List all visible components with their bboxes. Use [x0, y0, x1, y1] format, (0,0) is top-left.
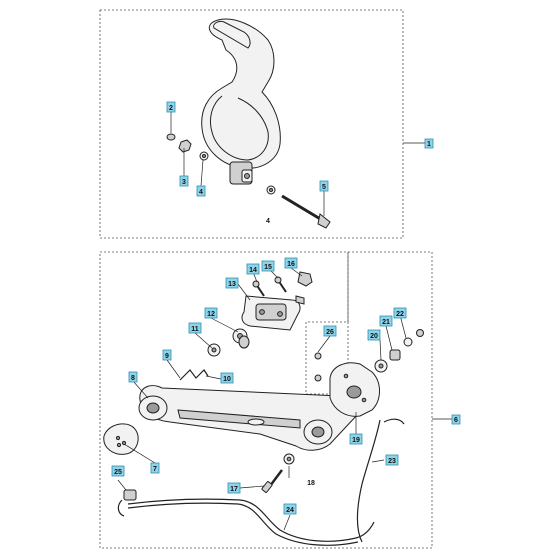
- screw-part-14: [252, 280, 265, 297]
- callout-8: 8: [128, 371, 138, 383]
- switch-part-25: [117, 489, 137, 517]
- top-assembly-frame: [99, 9, 404, 239]
- screw-part-2: [166, 133, 176, 141]
- callout-3-text: 3: [182, 179, 186, 186]
- callout-14-text: 14: [249, 267, 257, 274]
- washer-part-18: [283, 453, 295, 465]
- bracket-part-13: [241, 295, 301, 331]
- callout-22: 22: [393, 307, 407, 319]
- callout-16-text: 16: [287, 261, 295, 268]
- callout-5: 5: [319, 180, 329, 192]
- callout-15-text: 15: [264, 264, 272, 271]
- callout-11: 11: [188, 322, 202, 334]
- callout-4-text: 4: [199, 189, 203, 196]
- callout-16: 16: [284, 257, 298, 269]
- nut-part-3: [178, 139, 192, 153]
- callout-1-text: 1: [427, 141, 431, 148]
- bolt-part-17: [261, 469, 283, 493]
- cable-part-23: [356, 418, 405, 543]
- bushing-part-12: [238, 335, 250, 349]
- callout-21: 21: [379, 315, 393, 327]
- callout-20-text: 20: [370, 333, 378, 340]
- callout-22-text: 22: [396, 311, 404, 318]
- plain-label-4: 4: [266, 218, 270, 225]
- plain-label-18: 18: [307, 480, 315, 487]
- callout-4: 4: [196, 185, 206, 197]
- callout-14: 14: [246, 263, 260, 275]
- washer-part-18-top: [374, 359, 388, 373]
- cover-part-7: [103, 423, 139, 455]
- callout-19: 19: [349, 433, 363, 445]
- cable-part-24: [127, 498, 375, 546]
- callout-15: 15: [261, 260, 275, 272]
- callout-17: 17: [227, 482, 241, 494]
- callout-12-text: 12: [207, 311, 215, 318]
- spring-part-10: [179, 369, 209, 381]
- damper-housing-part-19: [329, 362, 380, 417]
- callout-7-text: 7: [153, 466, 157, 473]
- callout-17-text: 17: [230, 486, 238, 493]
- nut-part-16: [295, 271, 313, 305]
- callout-24: 24: [283, 503, 297, 515]
- callout-26: 26: [323, 325, 337, 337]
- callout-6: 6: [451, 414, 461, 425]
- callout-13-text: 13: [228, 281, 236, 288]
- callout-2: 2: [166, 101, 176, 113]
- callout-21-text: 21: [382, 319, 390, 326]
- callout-10: 10: [220, 372, 234, 384]
- handle-arm-part: [138, 385, 359, 451]
- callout-13: 13: [225, 277, 239, 289]
- callout-6-text: 6: [454, 417, 458, 424]
- nut-part-21: [403, 337, 413, 347]
- callout-24-text: 24: [286, 507, 294, 514]
- screw-part-15: [274, 276, 287, 293]
- pin-part-26a: [314, 352, 322, 382]
- callout-26-text: 26: [326, 329, 334, 336]
- callout-20: 20: [367, 329, 381, 341]
- callout-1: 1: [424, 138, 434, 149]
- callout-23-text: 23: [388, 458, 396, 465]
- callout-5-text: 5: [322, 184, 326, 191]
- callout-11-text: 11: [191, 326, 199, 333]
- washer-part-4: [199, 151, 209, 161]
- callout-7: 7: [150, 462, 160, 474]
- front-handle-part: [201, 18, 281, 185]
- callout-8-text: 8: [131, 375, 135, 382]
- callout-25: 25: [111, 465, 125, 477]
- callout-9: 9: [162, 349, 172, 361]
- callout-19-text: 19: [352, 437, 360, 444]
- callout-10-text: 10: [223, 376, 231, 383]
- callout-12: 12: [204, 307, 218, 319]
- callout-25-text: 25: [114, 469, 122, 476]
- callout-23: 23: [385, 454, 399, 466]
- spring-part-20: [389, 349, 401, 361]
- washer-part-4b: [266, 185, 276, 195]
- callout-2-text: 2: [169, 105, 173, 112]
- bolt-part-5: [281, 194, 331, 229]
- callout-9-text: 9: [165, 353, 169, 360]
- nut-part-22: [416, 329, 424, 337]
- callout-3: 3: [179, 175, 189, 187]
